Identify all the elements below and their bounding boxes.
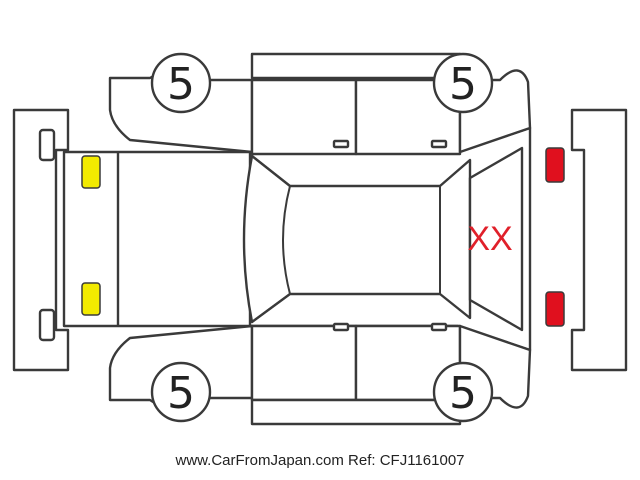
front-bumper: [12, 108, 70, 372]
front-lamp-marker-left: [81, 155, 101, 189]
tire-front-right: 5: [150, 361, 212, 423]
cabin: [242, 154, 472, 324]
tire-grade-front-left: 5: [167, 59, 195, 110]
reference-footer: www.CarFromJapan.com Ref: CFJ1161007: [175, 452, 465, 469]
front-lamp-marker-right: [81, 282, 101, 316]
tire-grade-front-right: 5: [167, 368, 195, 419]
rear-lamp-marker-left: [545, 147, 565, 183]
tire-front-left: 5: [150, 52, 212, 114]
tire-rear-left: 5: [432, 52, 494, 114]
tire-grade-rear-right: 5: [449, 368, 477, 419]
rear-bumper: [570, 108, 628, 372]
rear-lamp-marker-right: [545, 291, 565, 327]
tire-rear-right: 5: [432, 361, 494, 423]
rear-glass-damage-code: XX: [467, 220, 512, 258]
rear-glass: [468, 146, 524, 332]
tire-grade-rear-left: 5: [449, 59, 477, 110]
